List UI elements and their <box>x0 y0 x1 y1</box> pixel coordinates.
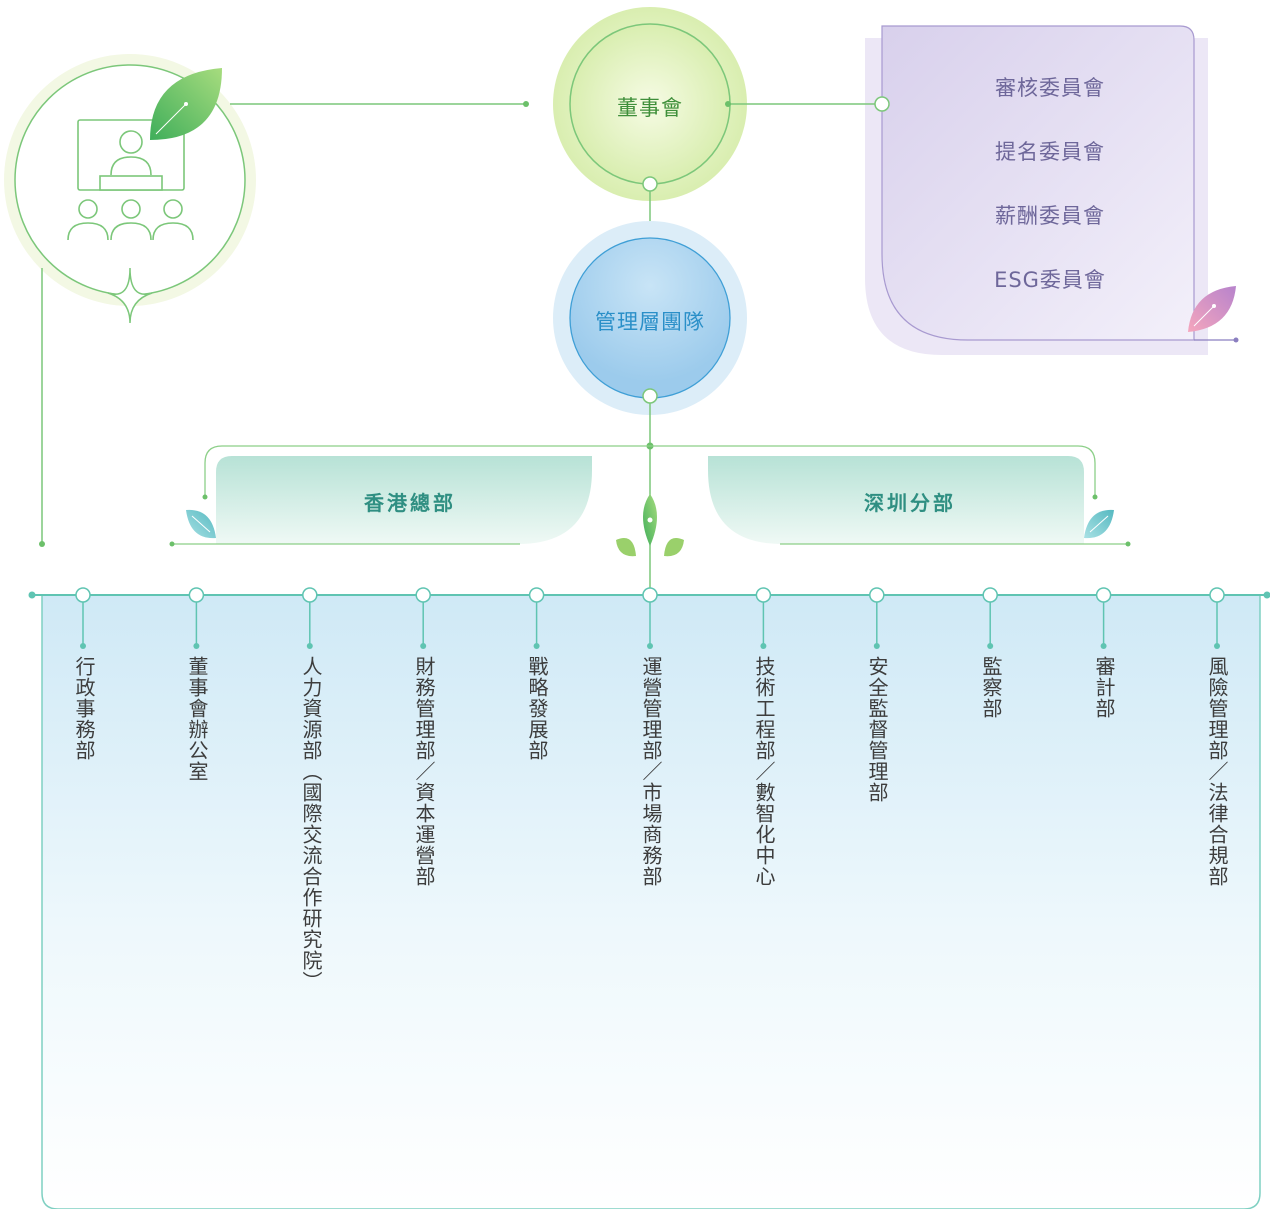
sz-branch-shape <box>708 456 1084 544</box>
dept-audit: 審計部 <box>1092 656 1116 719</box>
management-label: 管理層團隊 <box>595 310 705 334</box>
dept-node <box>75 587 91 603</box>
dept-connector-dot <box>1100 643 1107 649</box>
dept-node <box>188 587 205 603</box>
dept-connector-dot <box>420 643 427 649</box>
dept-safety: 安全監督管理部 <box>865 656 889 803</box>
dept-node <box>1209 587 1225 603</box>
dept-hr: 人力資源部（國際交流合作研究院） <box>299 656 323 992</box>
dept-finance: 財務管理部／資本運營部 <box>412 656 436 887</box>
committee-nomination: 提名委員會 <box>995 140 1105 164</box>
dept-node <box>982 587 998 603</box>
department-connectors <box>75 587 1225 649</box>
dept-node <box>302 587 318 603</box>
dept-connector-dot <box>80 643 86 649</box>
hk-branch-shape <box>216 456 592 544</box>
dept-node <box>1095 587 1112 603</box>
committee-remuneration: 薪酬委員會 <box>995 204 1105 228</box>
hk-headquarters-label: 香港總部 <box>364 491 456 515</box>
dept-technology: 技術工程部／數智化中心 <box>752 656 776 887</box>
dept-risk: 風險管理部／法律合規部 <box>1205 656 1229 887</box>
dept-operations: 運營管理部／市場商務部 <box>639 656 663 887</box>
dept-node <box>755 587 772 603</box>
shenzhen-branch-label: 深圳分部 <box>864 491 956 515</box>
meeting-icon <box>67 119 194 241</box>
committee-esg: ESG委員會 <box>994 268 1106 292</box>
board-label: 董事會 <box>617 96 683 120</box>
dept-connector-dot <box>306 643 313 649</box>
dept-admin: 行政事務部 <box>72 656 96 761</box>
committee-audit: 審核委員會 <box>995 76 1105 100</box>
dept-connector-dot <box>533 643 540 649</box>
dept-strategy: 戰略發展部 <box>525 656 549 761</box>
dept-node <box>528 587 545 603</box>
dept-connector-dot <box>873 643 880 649</box>
dept-board-office: 董事會辦公室 <box>185 656 209 782</box>
dept-node <box>869 587 885 603</box>
dept-connector-dot <box>193 643 200 649</box>
dept-connector-dot <box>987 643 994 649</box>
dept-connector-dot <box>1214 643 1220 649</box>
dept-connector-dot <box>760 643 767 649</box>
dept-node <box>415 587 431 603</box>
committees-panel <box>881 25 1195 341</box>
dept-connector-dot <box>647 643 653 649</box>
dept-node <box>642 587 658 603</box>
dept-supervision: 監察部 <box>979 656 1003 719</box>
departments-panel <box>41 594 1261 1209</box>
